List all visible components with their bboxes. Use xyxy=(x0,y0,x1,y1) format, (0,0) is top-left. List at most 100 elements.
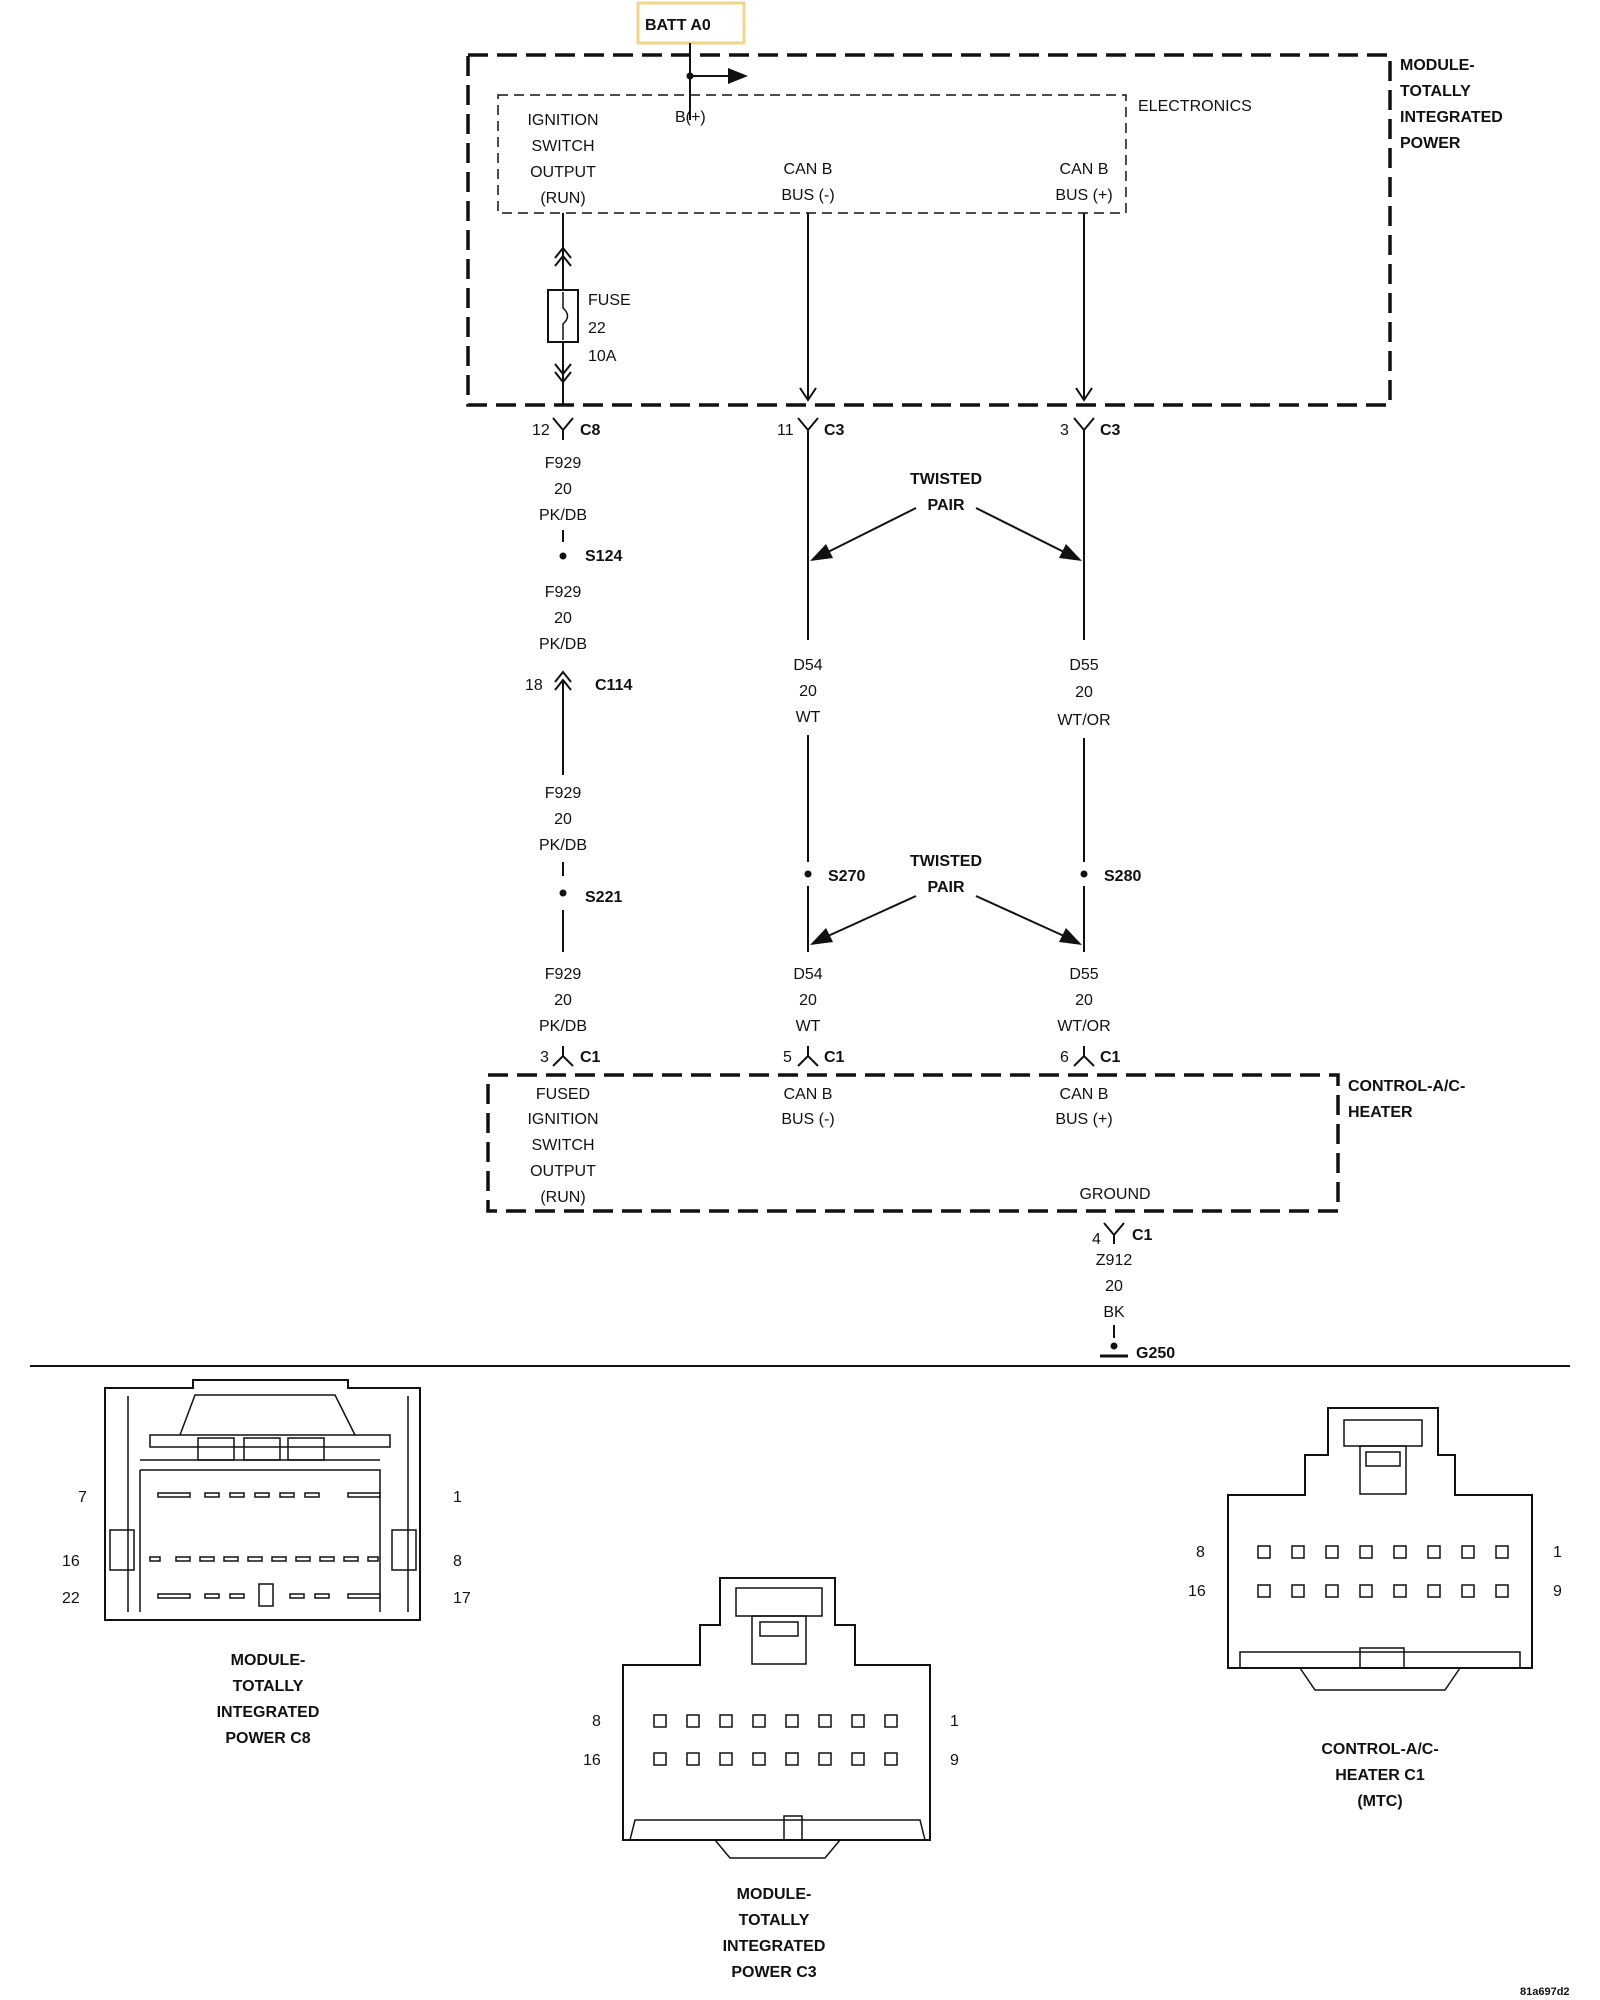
batt-label: BATT A0 xyxy=(645,17,711,34)
caption-line: (MTC) xyxy=(1357,1793,1402,1810)
caption-line: TOTALLY xyxy=(233,1678,304,1695)
pin-number: 9 xyxy=(950,1752,959,1769)
connector-id: C1 xyxy=(580,1049,601,1066)
pin-number: 4 xyxy=(1092,1231,1101,1248)
wire-label: WT xyxy=(796,709,821,726)
wire-label: PK/DB xyxy=(539,1018,587,1035)
pin-cavity xyxy=(199,1556,215,1562)
arrow-icon xyxy=(810,544,833,561)
pin-number: 11 xyxy=(777,422,794,439)
pin-number: 7 xyxy=(78,1489,87,1506)
twisted-label: PAIR xyxy=(927,879,964,896)
pin-cavity xyxy=(149,1556,161,1562)
connector-id: C1 xyxy=(1132,1227,1153,1244)
wire-label: PK/DB xyxy=(539,837,587,854)
wire-label: D55 xyxy=(1069,657,1098,674)
pin-cavity xyxy=(1325,1584,1339,1598)
twisted-label: TWISTED xyxy=(910,471,982,488)
connector-id: C3 xyxy=(824,422,845,439)
pin-number: 8 xyxy=(1196,1544,1205,1561)
pin-cavity xyxy=(752,1714,766,1728)
pin-cavity xyxy=(1495,1545,1509,1559)
arrow-right-icon xyxy=(728,68,748,84)
wire-label: WT/OR xyxy=(1057,1018,1110,1035)
canb-neg-label: BUS (-) xyxy=(781,187,834,204)
connector-id: C1 xyxy=(824,1049,845,1066)
wire-label: D55 xyxy=(1069,966,1098,983)
tipm-module-outline xyxy=(466,53,1392,407)
twisted-label: TWISTED xyxy=(910,853,982,870)
wire-label: F929 xyxy=(545,455,582,472)
pin-cavity xyxy=(1359,1545,1373,1559)
wire-label: F929 xyxy=(545,584,582,601)
pin-cavity xyxy=(157,1593,191,1599)
pin-cavity xyxy=(271,1556,287,1562)
circuit-left: 12 C8 F929 20 PK/DB S124 F929 20 PK/DB 1… xyxy=(525,417,632,1067)
hvac-module-outline xyxy=(486,1073,1340,1213)
wire-label: D54 xyxy=(793,966,822,983)
pin-cavity xyxy=(653,1752,667,1766)
wire-label: 20 xyxy=(554,610,572,627)
pin-number: 1 xyxy=(950,1713,959,1730)
twisted-pair-2: TWISTED PAIR xyxy=(810,853,1082,945)
tipm-name-line: INTEGRATED xyxy=(1400,109,1503,126)
wire-label: 20 xyxy=(799,683,817,700)
connector-c8-view: 7 1 16 8 22 17 MODULE- TOTALLY INTEGRATE… xyxy=(62,1379,471,1747)
pin-cavity xyxy=(314,1593,330,1599)
wire-label: 20 xyxy=(1075,992,1093,1009)
caption-line: POWER C3 xyxy=(731,1964,816,1981)
fused-ign-label: SWITCH xyxy=(531,1137,594,1154)
connector-id: C8 xyxy=(580,422,601,439)
caption-line: HEATER C1 xyxy=(1335,1767,1425,1784)
pin-cavity xyxy=(258,1583,274,1607)
wire-label: BK xyxy=(1103,1304,1125,1321)
pin-number: 8 xyxy=(592,1713,601,1730)
pin-cavity xyxy=(1393,1584,1407,1598)
pin-cavity xyxy=(785,1714,799,1728)
electronics-outline xyxy=(497,94,1127,214)
pin-number: 1 xyxy=(1553,1544,1562,1561)
caption-line: CONTROL-A/C- xyxy=(1321,1741,1438,1758)
pin-cavity xyxy=(254,1492,270,1498)
caption-line: TOTALLY xyxy=(739,1912,810,1929)
pin-cavity xyxy=(1461,1545,1475,1559)
wire-label: 20 xyxy=(554,992,572,1009)
wire-label: WT/OR xyxy=(1057,712,1110,729)
pin-cavity xyxy=(295,1556,311,1562)
wire-label: F929 xyxy=(545,785,582,802)
pin-cavity xyxy=(319,1556,335,1562)
twisted-pair-1: TWISTED PAIR xyxy=(810,471,1082,561)
pin-cavity xyxy=(229,1492,245,1498)
splice-dot xyxy=(559,552,567,560)
splice-id: S124 xyxy=(585,548,622,565)
pin-cavity xyxy=(719,1752,733,1766)
pin-cavity xyxy=(785,1752,799,1766)
fuse-label: 22 xyxy=(588,320,606,337)
splice-id: S221 xyxy=(585,889,622,906)
pin-number: 3 xyxy=(540,1049,549,1066)
pin-cavity xyxy=(752,1752,766,1766)
pin-cavity xyxy=(1257,1584,1271,1598)
pin-cavity xyxy=(367,1556,379,1562)
hvac-name-line: HEATER xyxy=(1348,1104,1413,1121)
ign-out-label: IGNITION xyxy=(527,112,598,129)
pin-cavity xyxy=(1495,1584,1509,1598)
wire-label: PK/DB xyxy=(539,507,587,524)
pin-cavity xyxy=(347,1492,381,1498)
pin-cavity xyxy=(1359,1584,1373,1598)
canb-pos-label: CAN B xyxy=(1060,161,1109,178)
pin-cavity xyxy=(884,1752,898,1766)
fused-ign-label: (RUN) xyxy=(540,1189,585,1206)
pin-cavity xyxy=(247,1556,263,1562)
wire-label: 20 xyxy=(1105,1278,1123,1295)
pin-number: 16 xyxy=(583,1752,601,1769)
pin-number: 8 xyxy=(453,1553,462,1570)
pin-cavity xyxy=(1427,1584,1441,1598)
ground-circuit: 4 C1 Z912 20 BK G250 xyxy=(1092,1222,1175,1362)
splice-dot xyxy=(1080,870,1088,878)
pin-cavity xyxy=(157,1492,191,1498)
bplus-label: B(+) xyxy=(675,109,706,126)
canb-neg-label: BUS (-) xyxy=(781,1111,834,1128)
canb-pos-label: BUS (+) xyxy=(1055,1111,1112,1128)
pin-cavity xyxy=(1257,1545,1271,1559)
